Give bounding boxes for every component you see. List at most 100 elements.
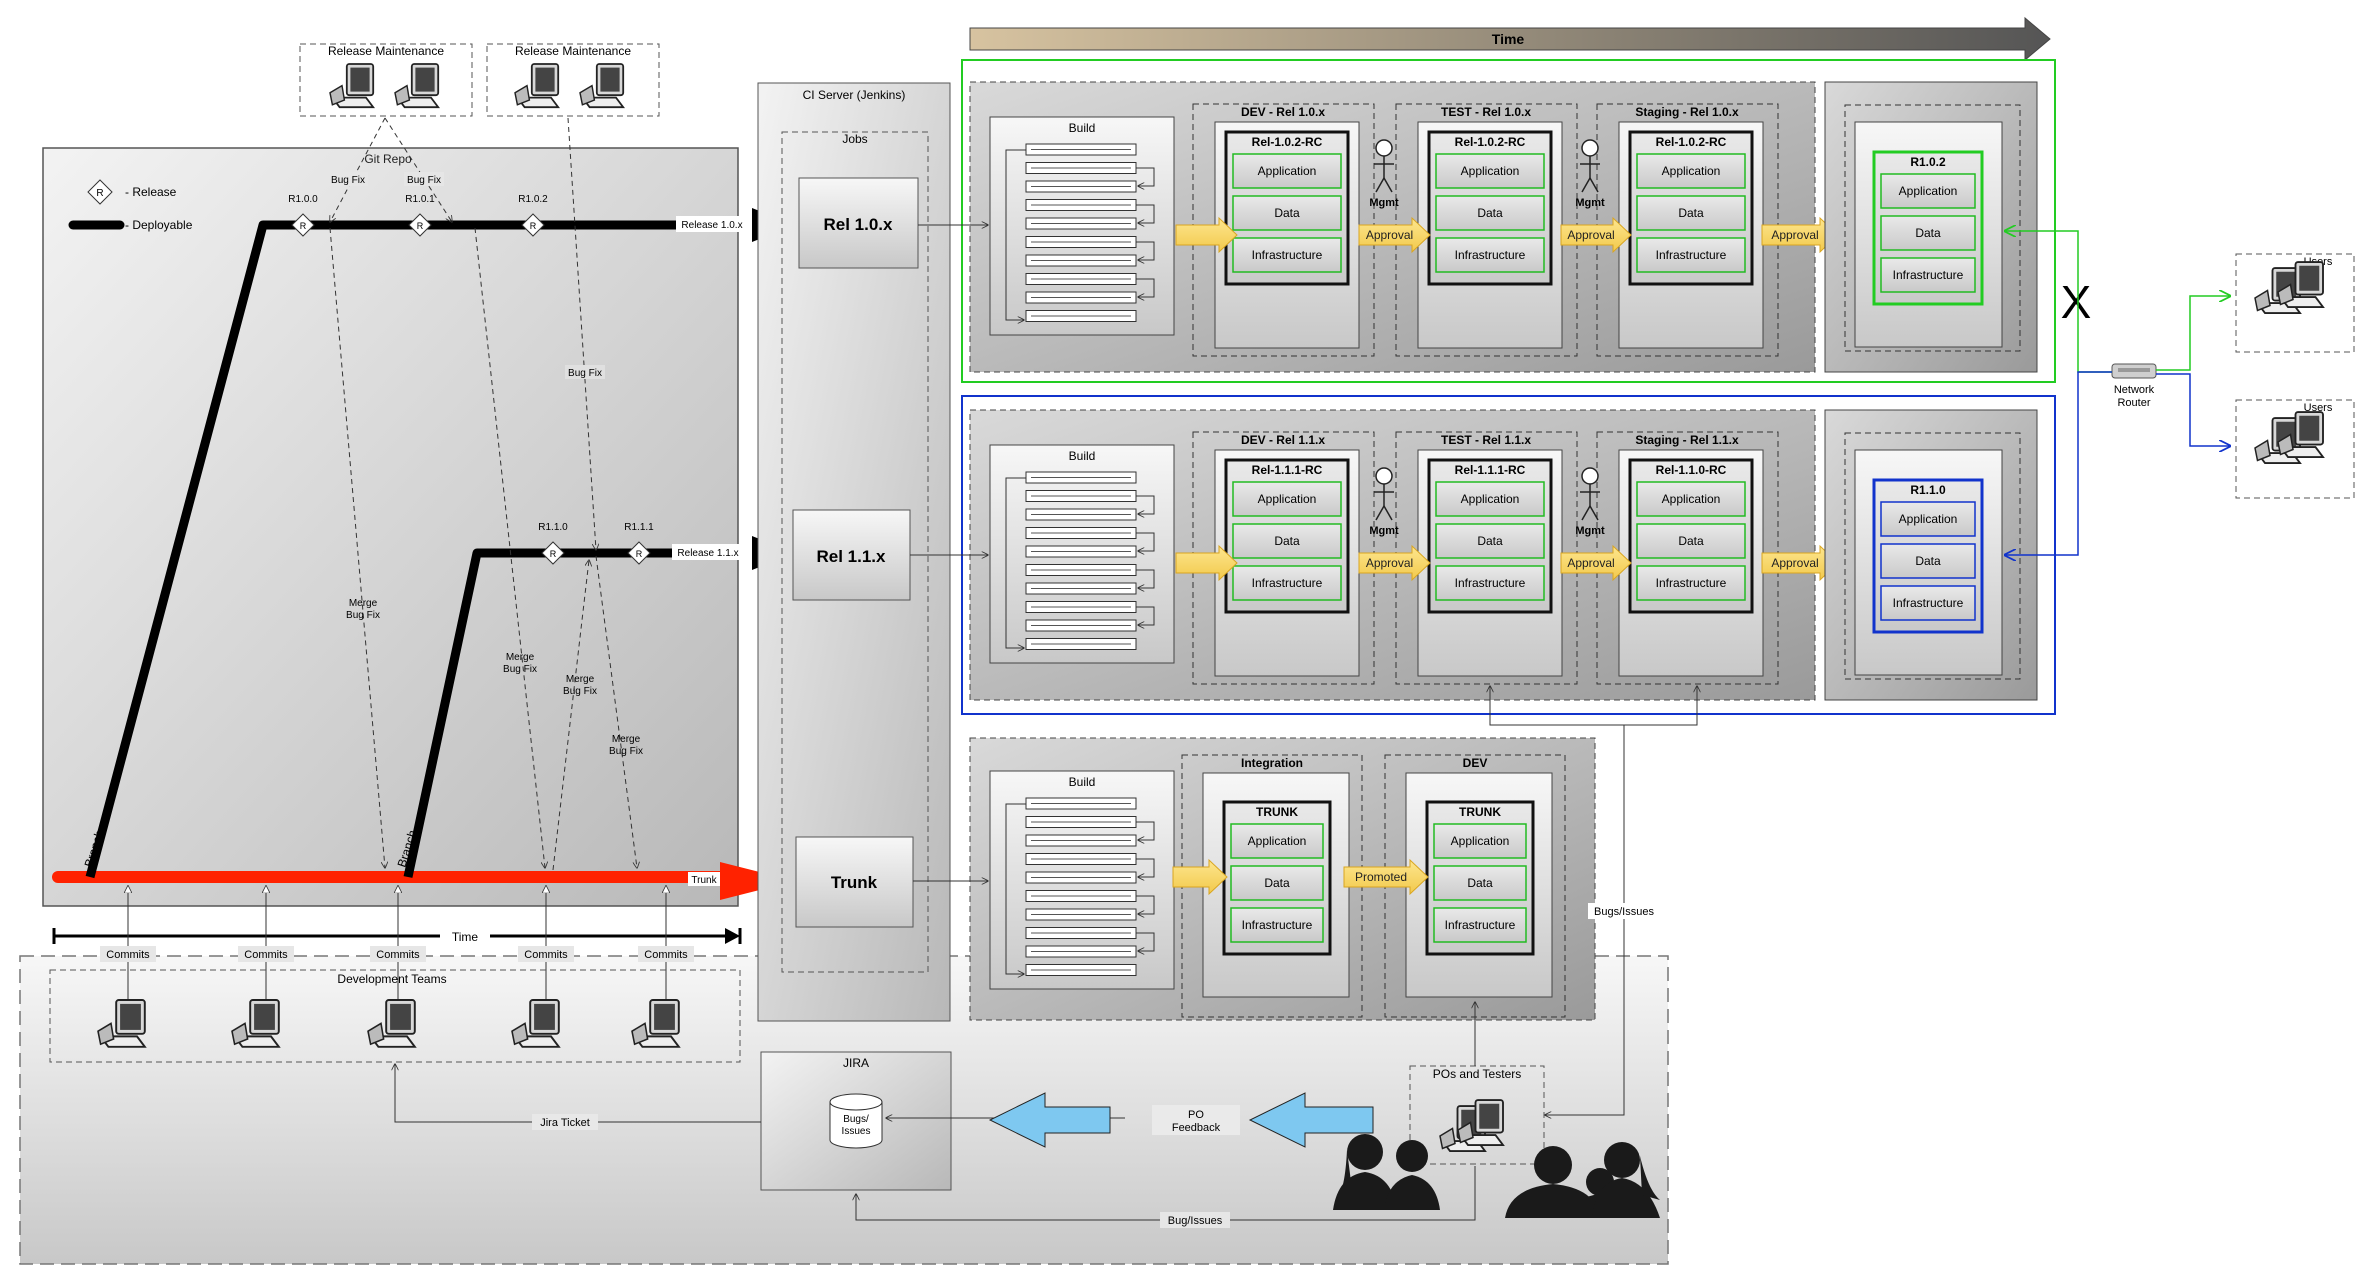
svg-text:Infrastructure: Infrastructure (1455, 576, 1526, 590)
bugs-issues-right-label: Bugs/Issues (1594, 906, 1654, 918)
job-rel10[interactable]: Rel 1.0.x (798, 177, 919, 269)
release-marker-r100: R R1.0.0 (288, 194, 318, 237)
bug-fix-label-2: Bug Fix (407, 175, 441, 186)
release-candidate-title: R1.1.0 (1910, 483, 1946, 497)
data-layer (1636, 523, 1746, 559)
git-repo-label: Git Repo (364, 152, 412, 166)
environment-title: Staging - Rel 1.0.x (1635, 105, 1739, 119)
svg-text:Application: Application (1258, 164, 1317, 178)
people-silhouettes (1333, 1134, 1660, 1218)
ci-server-title: CI Server (Jenkins) (803, 88, 906, 102)
approval-arrow (1560, 216, 1632, 254)
commits-label: Commits (524, 949, 568, 961)
application-layer (1232, 153, 1342, 189)
svg-text:Data: Data (1467, 876, 1493, 890)
infrastructure-layer (1230, 907, 1324, 943)
svg-text:Mgmt: Mgmt (1369, 197, 1399, 209)
svg-text:Application: Application (1248, 834, 1307, 848)
svg-text:Mgmt: Mgmt (1575, 197, 1605, 209)
computer-icon (97, 999, 147, 1048)
svg-text:Application: Application (1461, 164, 1520, 178)
svg-text:Application: Application (1899, 512, 1958, 526)
svg-text:Infrastructure: Infrastructure (1893, 596, 1964, 610)
svg-text:Merge: Merge (566, 674, 595, 685)
environment-title: TEST - Rel 1.1.x (1441, 433, 1531, 447)
approval-arrow (1343, 858, 1429, 896)
svg-text:Infrastructure: Infrastructure (1455, 248, 1526, 262)
svg-text:Bug Fix: Bug Fix (503, 664, 537, 675)
jira-ticket-line (395, 1064, 761, 1123)
git-repo-panel (42, 147, 739, 907)
data-layer (1636, 195, 1746, 231)
router-to-users-2 (2156, 373, 2230, 446)
infrastructure-layer (1880, 257, 1976, 293)
svg-text:R: R (636, 549, 643, 559)
jobs-label: Jobs (842, 132, 867, 146)
jira-title: JIRA (843, 1056, 869, 1070)
release-candidate-title: TRUNK (1459, 805, 1501, 819)
data-layer (1433, 865, 1527, 901)
time-top-label: Time (1492, 31, 1525, 47)
woman-silhouette-2 (1384, 1140, 1440, 1210)
application-layer (1433, 823, 1527, 859)
feedback-arrow-2 (1248, 1092, 1374, 1148)
flow-arrow (1172, 858, 1228, 896)
application-layer (1636, 153, 1746, 189)
release-label-r100: R1.0.0 (288, 194, 318, 205)
job-rel11[interactable]: Rel 1.1.x (792, 509, 911, 601)
svg-text:Bug Fix: Bug Fix (346, 610, 380, 621)
release-label-r110: R1.1.0 (538, 522, 568, 533)
infrastructure-layer (1435, 565, 1545, 601)
svg-text:Users: Users (2304, 402, 2333, 414)
development-teams-box (49, 969, 741, 1063)
release-maintenance-left: Release Maintenance (299, 43, 473, 117)
environment-title: DEV - Rel 1.1.x (1241, 433, 1325, 447)
bug-fix-label-1: Bug Fix (331, 175, 365, 186)
computer-icon (631, 999, 681, 1048)
svg-text:R: R (550, 549, 557, 559)
svg-text:Infrastructure: Infrastructure (1893, 268, 1964, 282)
commits-label: Commits (244, 949, 288, 961)
commits-label: Commits (644, 949, 688, 961)
environment-title: TEST - Rel 1.0.x (1441, 105, 1531, 119)
jobs-box (781, 131, 929, 973)
woman-silhouette-1 (1333, 1134, 1397, 1210)
po-feedback-label-1: PO (1188, 1109, 1204, 1121)
release-marker-r101: R R1.0.1 (405, 194, 435, 237)
approval-arrow (1358, 544, 1431, 582)
user-computers (2254, 261, 2325, 464)
management-stick-figure: Mgmt (1369, 467, 1399, 537)
infrastructure-layer (1636, 237, 1746, 273)
svg-text:Data: Data (1264, 876, 1290, 890)
release-maintenance-right: Release Maintenance (486, 43, 660, 117)
commits-label: Commits (376, 949, 420, 961)
release-candidate-title: Rel-1.1.0-RC (1656, 463, 1727, 477)
computer-icon (511, 999, 561, 1048)
feedback-arrow-1 (988, 1092, 1111, 1148)
router-to-r110 (2005, 371, 2112, 555)
trunk-label-box (688, 872, 720, 886)
data-layer (1880, 543, 1976, 579)
development-teams-label: Development Teams (337, 972, 446, 986)
svg-text:Data: Data (1477, 206, 1503, 220)
data-layer (1435, 523, 1545, 559)
svg-text:Mgmt: Mgmt (1575, 525, 1605, 537)
maintenance-computers (329, 63, 626, 109)
job-trunk[interactable]: Trunk (795, 836, 914, 928)
svg-text:Data: Data (1915, 226, 1941, 240)
environment-title: DEV - Rel 1.0.x (1241, 105, 1325, 119)
svg-text:Network: Network (2114, 384, 2155, 396)
data-layer (1880, 215, 1976, 251)
svg-text:Rel 1.0.x: Rel 1.0.x (824, 215, 894, 234)
svg-text:Approval: Approval (1366, 228, 1413, 242)
svg-text:Mgmt: Mgmt (1369, 525, 1399, 537)
release-candidate-title: Rel-1.0.2-RC (1455, 135, 1526, 149)
computer-icon (2277, 261, 2325, 308)
computer-icon (2277, 411, 2325, 458)
pos-testers-box (1409, 1065, 1545, 1165)
management-stick-figure: Mgmt (1575, 467, 1605, 537)
svg-text:R: R (417, 221, 424, 231)
